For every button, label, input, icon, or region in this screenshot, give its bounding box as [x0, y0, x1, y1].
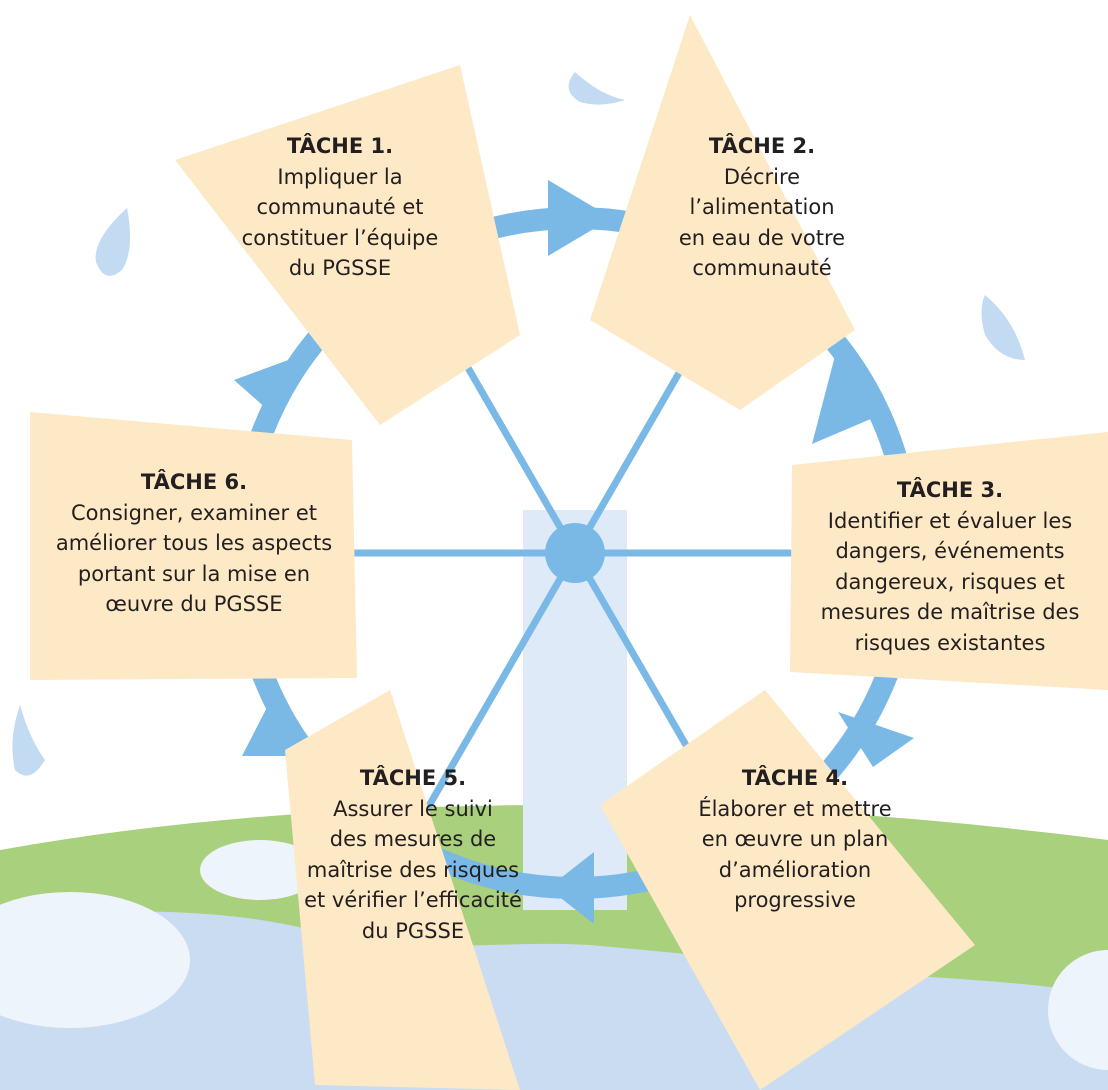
- task-2-line: Décrire: [723, 164, 801, 189]
- task-6-line: Consigner, examiner et: [71, 500, 317, 525]
- task-3-line: dangers, événements: [835, 539, 1065, 563]
- wheel-hub: [545, 523, 605, 583]
- task-4-title: TÂCHE 4.: [741, 766, 849, 790]
- task-4-text: TÂCHE 4. Élaborer et mettre en œuvre un …: [645, 763, 945, 916]
- task-1-text: TÂCHE 1. Impliquer la communauté et cons…: [190, 131, 490, 284]
- cloud-left: [0, 892, 190, 1028]
- arrow-icon: [548, 180, 612, 256]
- task-3-line: risques existantes: [854, 630, 1046, 655]
- water-pool: [0, 911, 1108, 1090]
- task-1-line: du PGSSE: [288, 256, 392, 280]
- task-3-text: TÂCHE 3. Identifier et évaluer les dange…: [800, 475, 1100, 658]
- task-6-line: portant sur la mise en: [77, 561, 311, 586]
- task-3-line: mesures de maîtrise des: [820, 600, 1080, 624]
- task-6-line: œuvre du PGSSE: [105, 592, 283, 616]
- cloud-right: [1048, 950, 1108, 1070]
- water-drop-icon: [95, 208, 131, 276]
- task-2-title: TÂCHE 2.: [708, 134, 816, 158]
- water-drop-icon: [981, 295, 1025, 360]
- task-1-line: Impliquer la: [277, 164, 403, 189]
- task-5-title: TÂCHE 5.: [359, 766, 467, 790]
- arrow-icon: [548, 852, 594, 924]
- task-3-card: [790, 432, 1108, 690]
- water-drop-icon: [568, 72, 625, 105]
- task-4-card: [600, 690, 975, 1090]
- task-2-line: en eau de votre: [678, 225, 846, 250]
- task-5-line: du PGSSE: [361, 918, 465, 943]
- task-4-line: en œuvre un plan: [701, 827, 889, 851]
- task-1-title: TÂCHE 1.: [286, 134, 394, 158]
- task-5-line: et vérifier l’efficacité: [304, 888, 522, 912]
- task-5-card: [285, 690, 520, 1090]
- task-5-text: TÂCHE 5. Assurer le suivi des mesures de…: [263, 763, 563, 946]
- task-3-title: TÂCHE 3.: [896, 478, 1004, 502]
- task-4-line: progressive: [734, 888, 856, 912]
- cycle-arrows: [234, 180, 914, 924]
- task-6-text: TÂCHE 6. Consigner, examiner et améliore…: [39, 467, 349, 620]
- task-5-line: maîtrise des risques: [306, 857, 520, 882]
- task-1-line: constituer l’équipe: [241, 225, 439, 250]
- task-3-line: Identifier et évaluer les: [827, 508, 1073, 533]
- task-1-line: communauté et: [256, 195, 424, 219]
- task-1-card: [175, 65, 520, 425]
- arrow-icon: [838, 712, 914, 767]
- task-3-line: dangereux, risques et: [835, 569, 1065, 594]
- task-6-card: [30, 412, 357, 680]
- task-6-line: améliorer tous les aspects: [55, 531, 333, 555]
- task-6-title: TÂCHE 6.: [140, 470, 248, 494]
- arrow-icon: [242, 688, 316, 756]
- task-2-line: l’alimentation: [689, 195, 835, 219]
- arrow-icon: [234, 352, 310, 418]
- arrow-icon: [812, 352, 873, 444]
- cloud-left-small: [200, 840, 320, 900]
- task-2-text: TÂCHE 2. Décrire l’alimentation en eau d…: [612, 131, 912, 284]
- task-2-card: [590, 15, 855, 410]
- task-5-line: Assurer le suivi: [333, 796, 493, 821]
- task-5-line: des mesures de: [329, 827, 497, 851]
- task-4-line: d’amélioration: [718, 857, 872, 882]
- task-2-line: communauté: [692, 256, 832, 280]
- water-drop-icon: [12, 705, 46, 776]
- task-4-line: Élaborer et mettre: [698, 796, 892, 821]
